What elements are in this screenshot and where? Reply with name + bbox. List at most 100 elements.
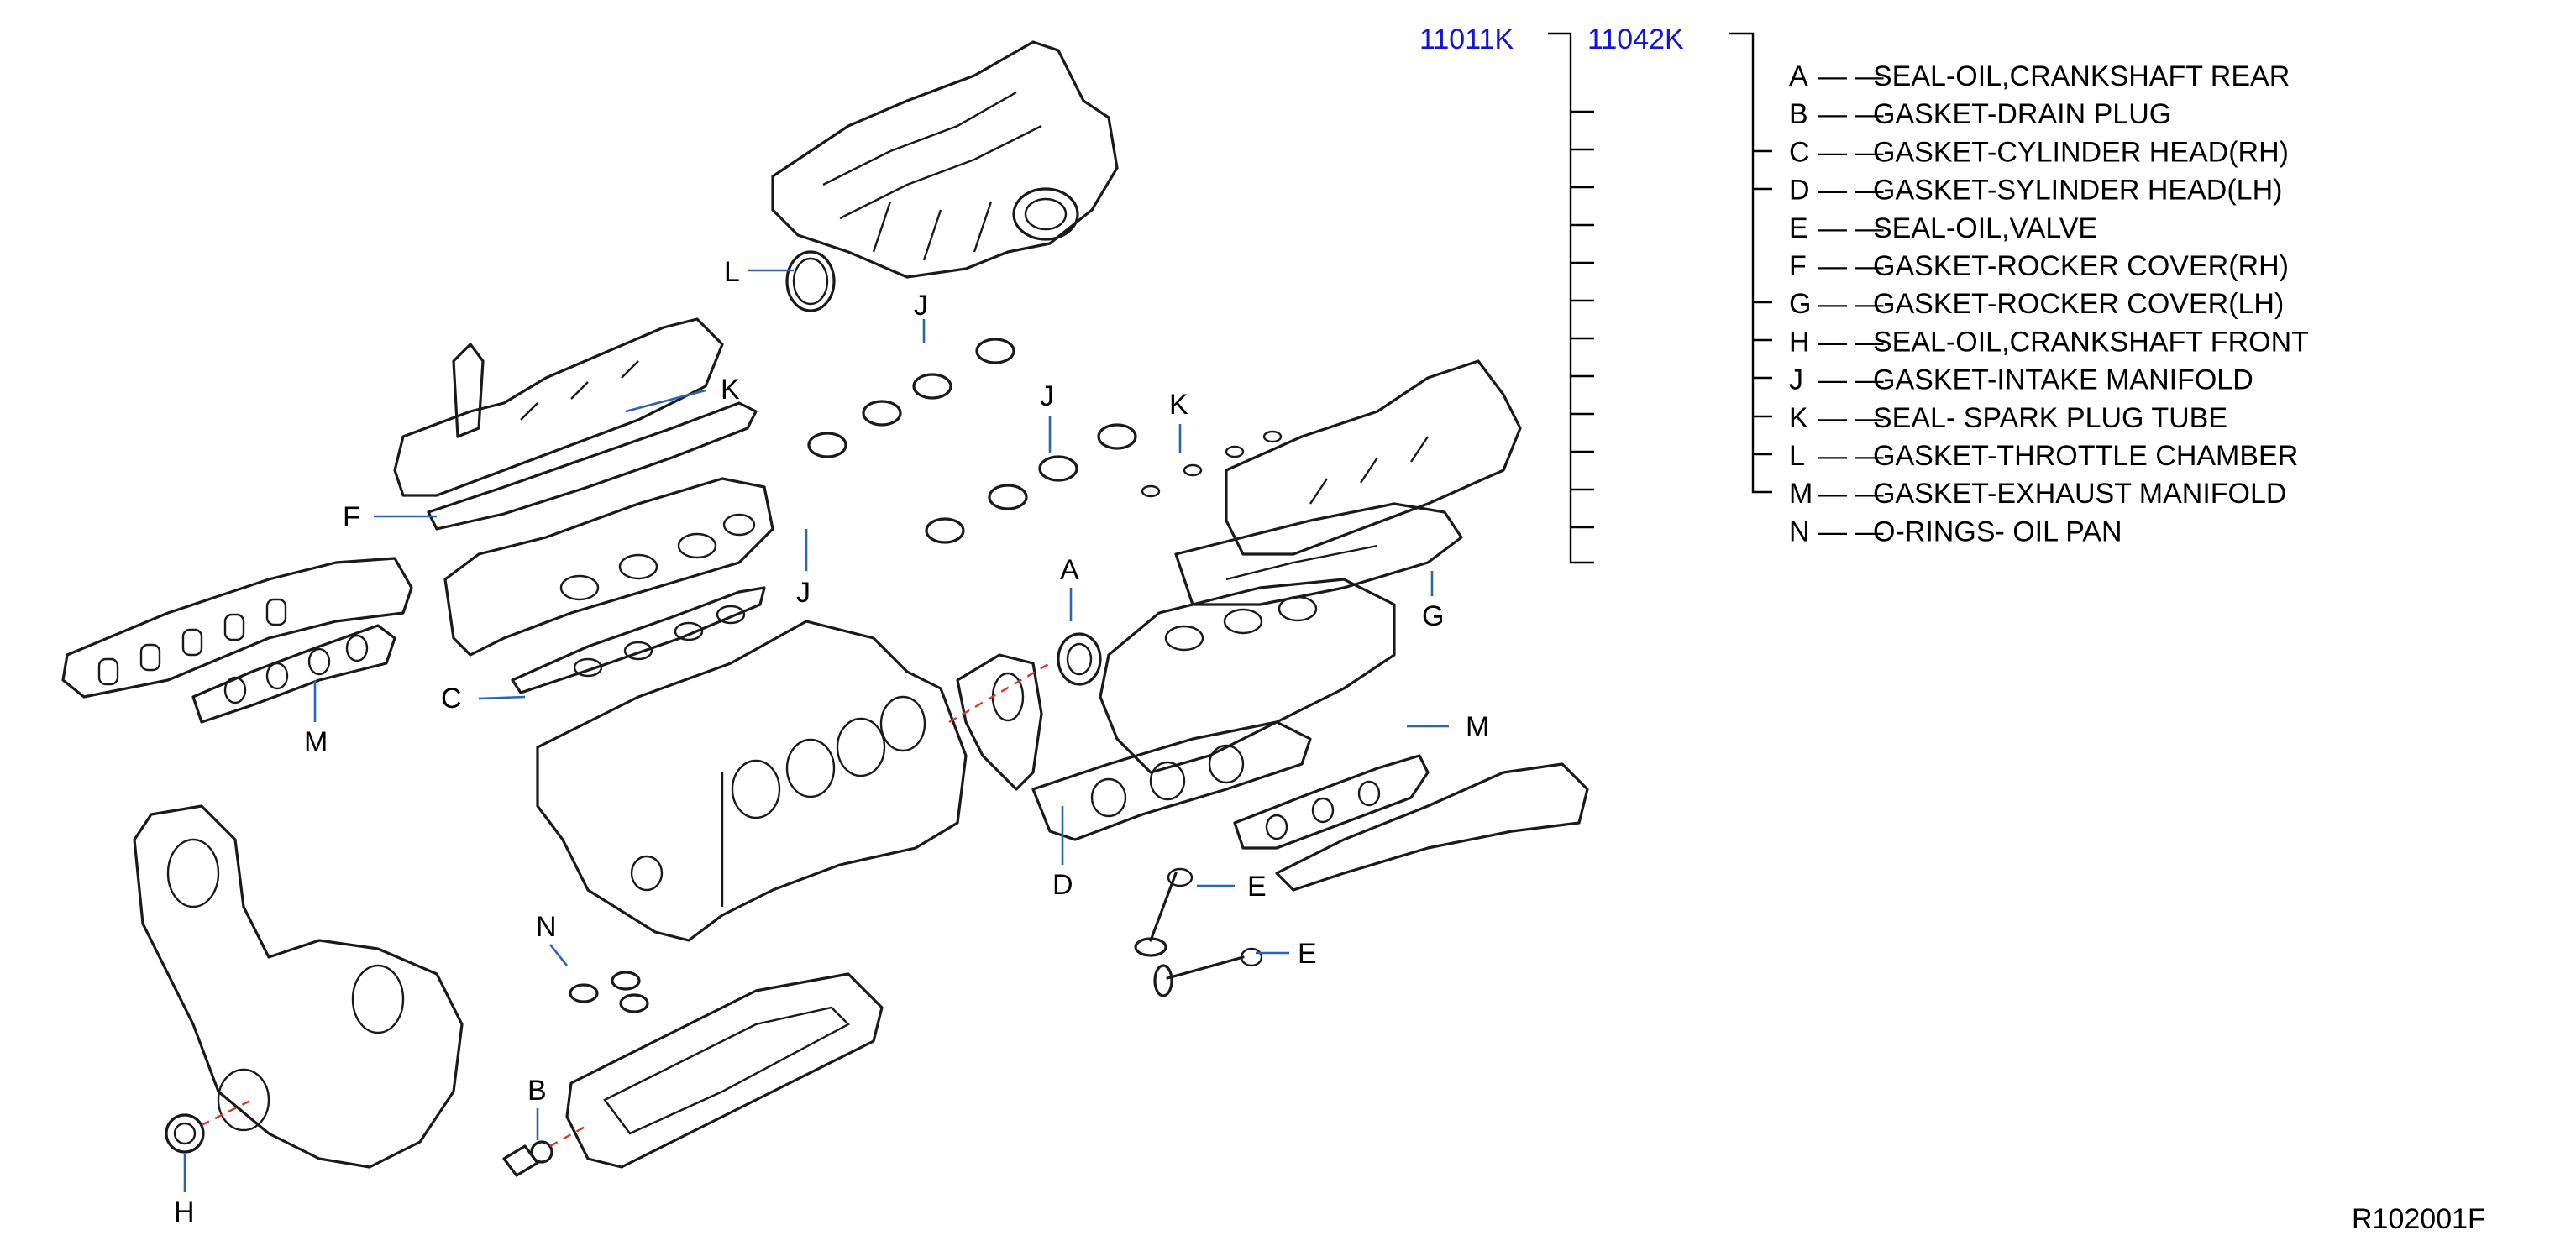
cylinder-head-lh	[1099, 578, 1396, 774]
legend-row-l: L — —GASKET-THROTTLE CHAMBER	[1789, 440, 2298, 472]
legend-separator: — —	[1818, 60, 1883, 92]
legend-row-n: N— —O-RINGS- OIL PAN	[1789, 516, 2122, 547]
legend-key: N	[1789, 516, 1810, 547]
callout-A: A	[1060, 554, 1079, 586]
legend-description: GASKET-EXHAUST MANIFOLD	[1873, 478, 2286, 510]
legend-row-g: G— —GASKET-ROCKER COVER(LH)	[1789, 288, 2284, 320]
rocker-cover-gasket-lh	[1174, 502, 1463, 606]
legend-description: GASKET-ROCKER COVER(LH)	[1873, 288, 2284, 320]
legend-description: GASKET-INTAKE MANIFOLD	[1873, 364, 2253, 396]
legend-row-j: J — —GASKET-INTAKE MANIFOLD	[1789, 364, 2253, 396]
legend-separator: — —	[1818, 175, 1883, 207]
legend-description: GASKET-DRAIN PLUG	[1873, 98, 2171, 130]
callout-E2: E	[1298, 938, 1317, 970]
oil-pan	[565, 972, 884, 1169]
legend-row-c: C— —GASKET-CYLINDER HEAD(RH)	[1789, 136, 2289, 168]
callout-E1: E	[1247, 871, 1267, 903]
callout-M1: M	[304, 726, 328, 758]
legend-key: G	[1789, 288, 1811, 320]
callout-N: N	[536, 911, 557, 943]
head-gasket-lh	[1031, 720, 1312, 841]
legend-description: GASKET-SYLINDER HEAD(LH)	[1873, 175, 2282, 207]
exhaust-manifold-gasket-lh	[1233, 754, 1430, 850]
callout-F: F	[343, 501, 360, 533]
rocker-cover-rh	[393, 317, 758, 531]
legend-row-m: M— —GASKET-EXHAUST MANIFOLD	[1789, 478, 2286, 510]
legend-description: O-RINGS- OIL PAN	[1873, 516, 2122, 547]
legend-separator: — —	[1818, 478, 1883, 510]
callout-B: B	[527, 1075, 547, 1107]
legend-key: L	[1789, 440, 1805, 472]
legend-description: SEAL-OIL,CRANKSHAFT REAR	[1873, 60, 2290, 92]
legend-row-e: E — —SEAL-OIL,VALVE	[1789, 212, 2097, 244]
spark-plug-tube-seals	[1141, 430, 1283, 498]
drain-plug-centerline	[549, 1123, 589, 1148]
callout-K1: K	[721, 374, 740, 406]
legend-key: F	[1789, 250, 1807, 282]
legend-key: E	[1789, 212, 1808, 244]
part-code-tree: 11011K 11042K	[1419, 24, 1772, 564]
legend-key: B	[1789, 98, 1808, 130]
throttle-chamber-gasket	[785, 250, 836, 312]
legend-separator: — —	[1818, 136, 1883, 168]
head-gasket-rh	[511, 586, 766, 694]
callout-J2: J	[1040, 380, 1054, 412]
rear-seal-centerline	[948, 662, 1051, 724]
crankshaft-front-seal	[165, 1113, 205, 1154]
legend-row-f: F — —GASKET-ROCKER COVER(RH)	[1789, 250, 2289, 282]
legend-description: SEAL-OIL,VALVE	[1873, 212, 2097, 244]
cylinder-head-rh	[443, 477, 774, 657]
legend-key: D	[1789, 175, 1810, 207]
legend-separator: — —	[1818, 212, 1883, 244]
rocker-cover-lh	[1225, 359, 1522, 556]
legend-description: SEAL- SPARK PLUG TUBE	[1873, 402, 2227, 434]
diagram-reference-code: R102001F	[2352, 1203, 2485, 1235]
legend-description: SEAL-OIL,CRANKSHAFT FRONT	[1873, 326, 2309, 358]
intake-manifold-gaskets	[807, 338, 1137, 544]
legend-description: GASKET-CYLINDER HEAD(RH)	[1873, 136, 2289, 168]
callout-H: H	[174, 1196, 195, 1228]
legend-key: K	[1789, 402, 1808, 434]
legend-row-b: B — —GASKET-DRAIN PLUG	[1789, 98, 2171, 130]
legend-separator: — —	[1818, 440, 1883, 472]
callout-L: L	[724, 256, 740, 288]
callout-C: C	[441, 683, 462, 715]
legend-key: M	[1789, 478, 1813, 510]
front-seal-centerline	[201, 1098, 253, 1127]
legend-separator: — —	[1818, 250, 1883, 282]
legend-separator: — —	[1818, 364, 1883, 396]
legend-row-h: H— —SEAL-OIL,CRANKSHAFT FRONT	[1789, 326, 2309, 358]
callout-J3: J	[796, 577, 811, 609]
leader-lines	[183, 269, 1449, 1192]
front-timing-cover	[133, 804, 464, 1169]
legend-row-a: A — —SEAL-OIL,CRANKSHAFT REAR	[1789, 60, 2290, 92]
legend-key: C	[1789, 136, 1810, 168]
callout-labels: L J K F J K J A C M G M D E E N B H	[174, 256, 1489, 1228]
legend-separator: — —	[1818, 288, 1883, 320]
part-code-primary: 11011K	[1419, 24, 1514, 55]
legend-row-d: D— —GASKET-SYLINDER HEAD(LH)	[1789, 175, 2282, 207]
oil-pan-o-rings	[569, 971, 649, 1013]
legend-key: H	[1789, 326, 1810, 358]
intake-valve	[1134, 867, 1194, 957]
drain-plug	[502, 1140, 553, 1177]
crankshaft-rear-seal	[1057, 632, 1102, 686]
exhaust-valve	[1153, 947, 1263, 997]
callout-J1: J	[914, 290, 928, 322]
legend-description: GASKET-ROCKER COVER(RH)	[1873, 250, 2289, 282]
exhaust-manifold-lh	[1275, 762, 1589, 892]
legend-key: J	[1789, 364, 1803, 396]
callout-D: D	[1052, 869, 1073, 901]
legend-description: GASKET-THROTTLE CHAMBER	[1873, 440, 2298, 472]
callout-M2: M	[1466, 711, 1489, 743]
intake-manifold	[771, 40, 1119, 279]
part-code-secondary: 11042K	[1587, 24, 1684, 55]
exhaust-manifold-gasket-rh	[191, 624, 396, 724]
engine-block	[536, 620, 968, 942]
legend-row-k: K— —SEAL- SPARK PLUG TUBE	[1789, 402, 2227, 434]
legend-separator: — —	[1818, 98, 1883, 130]
legend-key: A	[1789, 60, 1808, 92]
exhaust-manifold-rh	[61, 557, 413, 699]
